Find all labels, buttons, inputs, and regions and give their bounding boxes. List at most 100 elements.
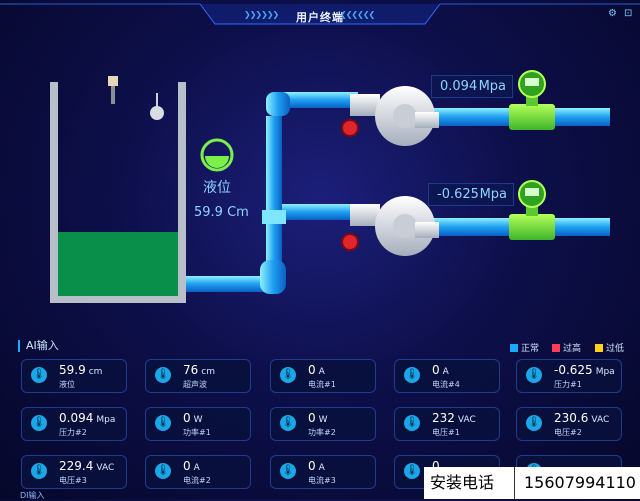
thermometer-icon: 🌡: [526, 415, 542, 431]
ai-card-name: 压力#2: [59, 428, 87, 437]
pump-2-status-lamp: [341, 233, 359, 251]
ai-card-name: 功率#2: [308, 428, 336, 437]
ai-card-unit: A: [318, 367, 325, 377]
ai-card-unit: cm: [201, 367, 215, 377]
ai-card-unit: VAC: [457, 415, 476, 425]
ai-card-name: 电流#4: [432, 380, 460, 389]
ai-card-unit: A: [442, 367, 449, 377]
pressure-display-1: 0.094 Mpa: [431, 75, 513, 98]
ai-card-name: 电流#3: [308, 476, 336, 485]
ai-card-unit: Mpa: [595, 367, 615, 377]
ai-card-name: 电压#3: [59, 476, 87, 485]
thermometer-icon: 🌡: [155, 415, 171, 431]
ai-card-value: 0: [432, 459, 440, 473]
ai-card-unit: A: [318, 463, 325, 473]
install-phone-banner: 安装电话 15607994110: [424, 467, 640, 499]
top-bar: ❯❯❯❯❯❯ 用户终端 ❮❮❮❮❮❮ ⚙ ⊡: [0, 0, 640, 30]
thermometer-icon: 🌡: [404, 463, 420, 479]
legend-low-label: 过低: [606, 344, 625, 354]
level-gauge-icon: [200, 138, 234, 172]
thermometer-icon: 🌡: [31, 463, 47, 479]
water-tank: [50, 82, 186, 303]
ai-card-name: 功率#1: [183, 428, 211, 437]
pressure-display-2: -0.625 Mpa: [428, 183, 514, 206]
pressure-2-unit: Mpa: [479, 187, 507, 202]
legend-low-swatch: [595, 343, 603, 352]
legend-low: 过低: [595, 341, 624, 354]
process-diagram: [50, 70, 610, 303]
ai-card-name: 超声波: [183, 380, 207, 389]
di-section-title: DI输入: [20, 491, 45, 500]
page-title: 用户终端: [296, 11, 344, 24]
phone-divider: [514, 467, 515, 499]
ai-card-name: 电流#2: [183, 476, 211, 485]
ai-card-name: 液位: [59, 380, 75, 389]
ai-card-unit: VAC: [591, 415, 610, 425]
ai-card-unit: A: [193, 463, 200, 473]
pump-1[interactable]: [350, 86, 439, 146]
thermometer-icon: 🌡: [526, 367, 542, 383]
ai-card-unit: W: [193, 415, 203, 425]
ai-card-name: 压力#1: [554, 380, 582, 389]
ai-card-unit: VAC: [96, 463, 115, 473]
flow-meter-1-icon: [509, 70, 555, 130]
level-value: 59.9 Cm: [194, 205, 249, 220]
legend-high-swatch: [552, 343, 560, 352]
thermometer-icon: 🌡: [280, 367, 296, 383]
flow-meter-2-icon: [509, 180, 555, 240]
level-sensor-icon: [108, 76, 118, 104]
ai-card-unit: cm: [88, 367, 103, 377]
thermometer-icon: 🌡: [155, 463, 171, 479]
thermometer-icon: 🌡: [280, 463, 296, 479]
float-switch-icon: [150, 93, 164, 120]
ai-card-name: 电压#2: [554, 428, 582, 437]
thermometer-icon: 🌡: [404, 415, 420, 431]
ai-card-unit: Mpa: [96, 415, 116, 425]
legend-normal: 正常: [510, 341, 539, 354]
header-right-arrows: ❮❮❮❮❮❮: [340, 10, 375, 19]
thermometer-icon: 🌡: [31, 415, 47, 431]
settings-icon[interactable]: ⚙: [608, 8, 617, 19]
ai-section-title: AI输入: [18, 340, 59, 352]
thermometer-icon: 🌡: [280, 415, 296, 431]
header-frame: [0, 3, 640, 25]
pressure-1-value: 0.094: [440, 79, 478, 94]
tank-liquid-fill: [58, 232, 178, 296]
ai-card-name: 电流#1: [308, 380, 336, 389]
fullscreen-icon[interactable]: ⊡: [624, 8, 633, 19]
thermometer-icon: 🌡: [31, 367, 47, 383]
pump-2[interactable]: [350, 196, 439, 256]
ai-card-name: 电压#1: [432, 428, 460, 437]
header-left-arrows: ❯❯❯❯❯❯: [244, 10, 279, 19]
pump-1-status-lamp: [341, 119, 359, 137]
thermometer-icon: 🌡: [155, 367, 171, 383]
thermometer-icon: 🌡: [404, 367, 420, 383]
phone-number: 15607994110: [524, 473, 636, 492]
legend-high: 过高: [552, 341, 581, 354]
